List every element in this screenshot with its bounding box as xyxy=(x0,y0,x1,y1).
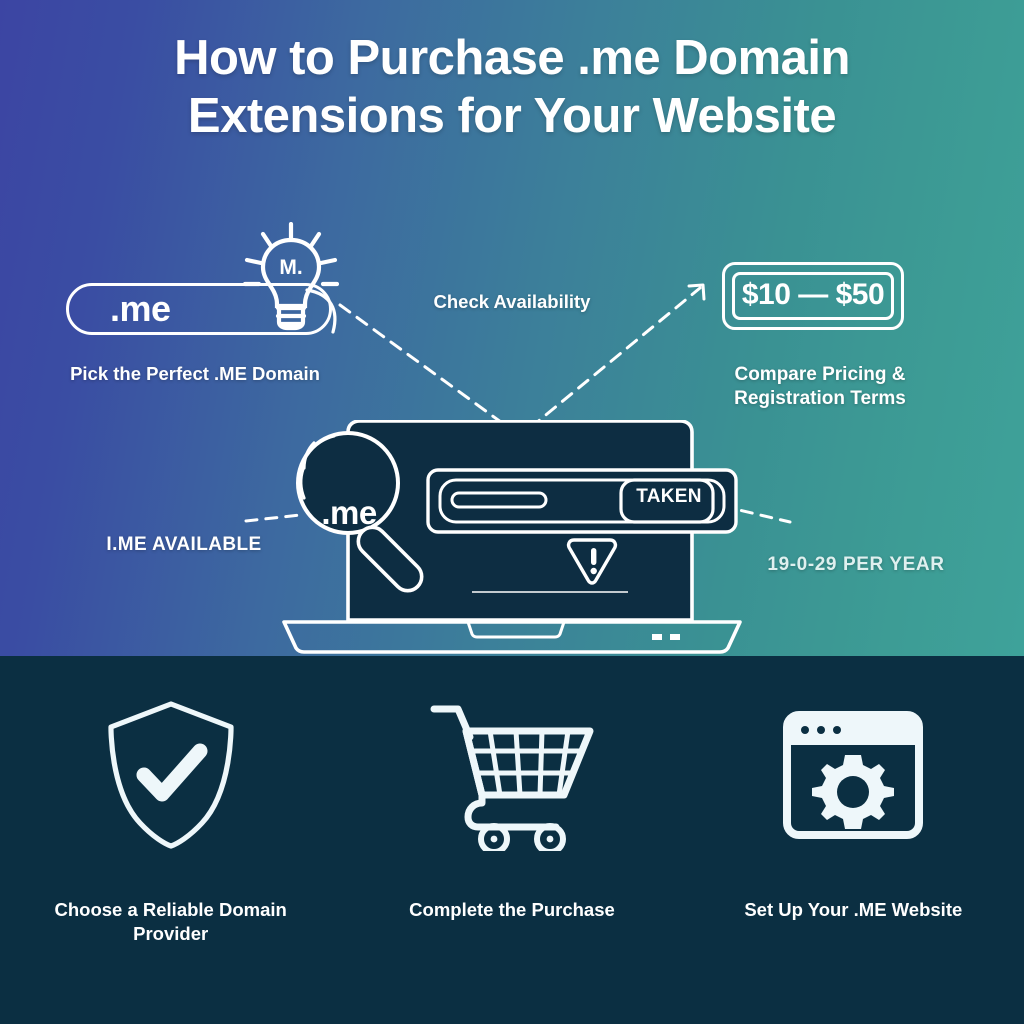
price-range-value: $10 — $50 xyxy=(741,278,885,311)
domain-search-input[interactable] xyxy=(66,283,332,335)
laptop-illustration xyxy=(282,420,742,654)
magnifier-label: .me xyxy=(321,494,377,531)
laptop-base xyxy=(282,620,742,654)
steps-row: Choose a Reliable Domain Provider xyxy=(0,700,1024,946)
shield-check-icon xyxy=(104,700,238,850)
lightbulb-icon: M. xyxy=(243,222,339,331)
connector-available-label xyxy=(244,513,302,523)
laptop-base-dot-2 xyxy=(670,634,680,640)
magnifier-glass xyxy=(296,431,400,535)
price-range-box-inner xyxy=(732,272,894,320)
title-line-1: How to Purchase .me Domain xyxy=(174,31,850,85)
bulb-label: M. xyxy=(279,256,302,279)
taken-badge-label: TAKEN xyxy=(636,486,702,507)
search-input-value: .me xyxy=(110,288,171,329)
step-label-choose-provider: Choose a Reliable Domain Provider xyxy=(54,899,287,945)
browser-gear-icon xyxy=(783,700,924,850)
caption-check-availability: Check Availability xyxy=(433,291,591,312)
label-domain-available: I.ME AVAILABLE xyxy=(106,534,262,555)
price-range-box xyxy=(722,262,904,330)
laptop-search-field xyxy=(438,478,726,524)
magnifier-handle xyxy=(356,525,424,593)
warning-triangle-icon xyxy=(566,538,618,585)
title-line-2: Extensions for Your Website xyxy=(187,88,837,143)
caption-compare-pricing: Compare Pricing & Registration Terms xyxy=(734,364,906,410)
step-choose-provider: Choose a Reliable Domain Provider xyxy=(0,700,341,946)
page-title: How to Purchase .me Domain Extensions fo… xyxy=(0,30,1024,146)
shopping-cart-icon xyxy=(428,700,596,851)
label-price-per-year: 19-0-29 PER YEAR xyxy=(767,554,945,575)
step-complete-purchase: Complete the Purchase xyxy=(341,700,682,946)
step-setup-website: Set Up Your .ME Website xyxy=(683,700,1024,946)
caption-pick-domain: Pick the Perfect .ME Domain xyxy=(70,363,320,384)
laptop-search-placeholder-bar xyxy=(450,491,548,509)
connector-search-to-laptop xyxy=(338,303,507,427)
step-label-setup-website: Set Up Your .ME Website xyxy=(744,899,963,920)
connector-laptop-to-price xyxy=(528,286,702,430)
taken-badge xyxy=(619,478,715,524)
step-label-complete-purchase: Complete the Purchase xyxy=(409,899,615,920)
laptop-base-dot-1 xyxy=(652,634,662,640)
connector-arrowhead xyxy=(687,283,706,301)
laptop-base-notch xyxy=(466,620,566,639)
bulb-tail-curve xyxy=(305,288,337,334)
